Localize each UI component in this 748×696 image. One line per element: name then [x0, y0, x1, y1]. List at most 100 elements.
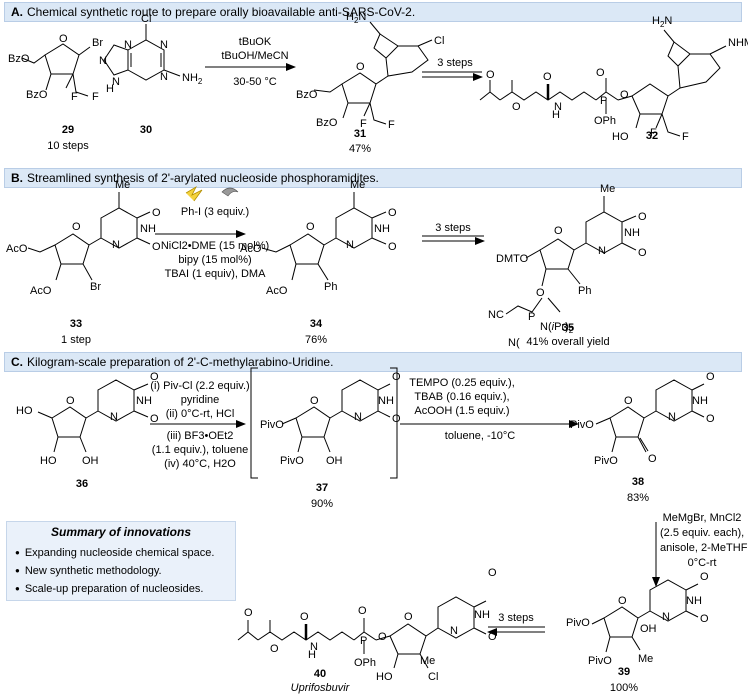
svg-text:NH2: NH2 [182, 72, 203, 86]
compound-38-number: 38 [631, 476, 645, 488]
compound-34-number: 34 [309, 318, 323, 330]
panel-title: Streamlined synthesis of 2'-arylated nuc… [27, 171, 379, 185]
svg-text:AcO: AcO [240, 243, 262, 255]
svg-text:O: O [356, 61, 365, 73]
svg-text:N: N [160, 71, 168, 83]
compound-35-number: 35 [561, 322, 575, 334]
compound-36-number: 36 [75, 478, 89, 490]
structure-29 [21, 43, 91, 97]
bracket-right [390, 367, 398, 479]
svg-text:PivO: PivO [594, 455, 618, 467]
svg-text:Me: Me [115, 179, 130, 191]
svg-text:O: O [310, 395, 319, 407]
structure-31 [313, 21, 433, 125]
svg-text:N: N [554, 101, 562, 113]
svg-text:AcO: AcO [6, 243, 28, 255]
svg-text:O: O [624, 395, 633, 407]
svg-text:H: H [552, 109, 560, 121]
svg-text:OPh: OPh [594, 115, 616, 127]
svg-text:Me: Me [638, 653, 653, 665]
svg-text:OH: OH [82, 455, 99, 467]
svg-text:O: O [638, 211, 647, 223]
svg-text:AcO: AcO [266, 285, 288, 297]
svg-text:Me: Me [350, 179, 365, 191]
svg-text:Ph: Ph [324, 281, 337, 293]
svg-text:F: F [92, 91, 99, 103]
compound-30-number: 30 [139, 124, 153, 136]
c-cond1-line1: (i) Piv-Cl (2.2 equiv.) [150, 380, 250, 392]
structure-34 [261, 192, 387, 281]
svg-text:O: O [512, 101, 521, 113]
svg-text:O: O [488, 567, 497, 579]
panel-letter: C. [11, 355, 23, 369]
b-cond1-line3: bipy (15 mol%) [178, 254, 252, 266]
panel-a-header: A.Chemical synthetic route to prepare or… [4, 2, 742, 22]
svg-text:N: N [346, 239, 354, 251]
panel-title: Chemical synthetic route to prepare oral… [27, 5, 416, 19]
svg-text:O: O [152, 207, 161, 219]
svg-text:N: N [112, 239, 120, 251]
svg-text:O: O [72, 221, 81, 233]
c-cond1-line5: (1.1 equiv.), toluene [151, 444, 249, 456]
structure-38 [595, 379, 705, 453]
svg-text:O: O [152, 241, 161, 253]
a-cond1-line2: tBuOH/MeCN [221, 50, 289, 62]
svg-text:OH: OH [640, 623, 657, 635]
compound-37-yield: 90% [310, 498, 334, 510]
svg-text:O: O [706, 371, 715, 383]
summary-title: Summary of innovations [50, 525, 192, 539]
c-cond1-line6: (iv) 40°C, H2O [164, 458, 236, 470]
c-cond2-line1: TEMPO (0.25 equiv.), [409, 377, 515, 389]
svg-text:N: N [450, 625, 458, 637]
bracket-left [250, 367, 258, 479]
svg-text:OH: OH [326, 455, 343, 467]
b-cond2: 3 steps [435, 222, 471, 234]
panel-b-header: B.Streamlined synthesis of 2'-arylated n… [4, 168, 742, 188]
structure-36 [37, 379, 149, 453]
compound-33-note: 1 step [61, 334, 91, 346]
svg-text:NH: NH [378, 395, 394, 407]
svg-text:N: N [160, 39, 168, 51]
b-cond1-line4: TBAI (1 equiv), DMA [164, 268, 266, 280]
structure-37 [281, 379, 391, 453]
svg-text:O: O [59, 33, 68, 45]
summary-list: Expanding nucleoside chemical space. New… [15, 544, 215, 598]
c-cond3-line1: MeMgBr, MnCl2 [662, 512, 742, 524]
svg-text:Me: Me [600, 183, 615, 195]
svg-text:BzO: BzO [26, 89, 48, 101]
c-cond3-line2: (2.5 equiv. each), [660, 527, 745, 539]
compound-32-number: 32 [645, 130, 659, 142]
structure-33 [27, 192, 151, 281]
compound-39-yield: 100% [609, 682, 639, 694]
svg-text:N: N [354, 411, 362, 423]
compound-29-number: 29 [61, 124, 75, 136]
compound-31-number: 31 [353, 128, 367, 140]
a-cond1-line3: 30-50 °C [233, 76, 277, 88]
structure-30 [103, 24, 181, 81]
svg-text:O: O [404, 611, 413, 623]
svg-text:O: O [543, 71, 552, 83]
svg-text:O: O [306, 221, 315, 233]
svg-text:O: O [388, 207, 397, 219]
svg-text:H: H [308, 649, 316, 661]
svg-text:Br: Br [92, 37, 103, 49]
panel-c-header: C.Kilogram-scale preparation of 2'-C-met… [4, 352, 742, 372]
svg-text:N: N [598, 245, 606, 257]
summary-item: Expanding nucleoside chemical space. [15, 544, 215, 562]
svg-text:O: O [150, 413, 159, 425]
c-cond2-line3: AcOOH (1.5 equiv.) [414, 405, 510, 417]
svg-text:O: O [392, 371, 401, 383]
svg-text:PivO: PivO [588, 655, 612, 667]
c-cond2-line2: TBAB (0.16 equiv.), [414, 391, 510, 403]
b-cond1-line1: Ph-I (3 equiv.) [180, 206, 250, 218]
svg-text:O: O [486, 69, 495, 81]
svg-text:NHMe: NHMe [728, 37, 748, 49]
compound-39-number: 39 [617, 666, 631, 678]
compound-33-number: 33 [69, 318, 83, 330]
svg-text:F: F [388, 119, 395, 131]
a-cond1-line1: tBuOK [238, 36, 272, 48]
svg-text:Cl: Cl [434, 35, 444, 47]
svg-text:F: F [360, 118, 367, 130]
svg-text:O: O [554, 225, 563, 237]
